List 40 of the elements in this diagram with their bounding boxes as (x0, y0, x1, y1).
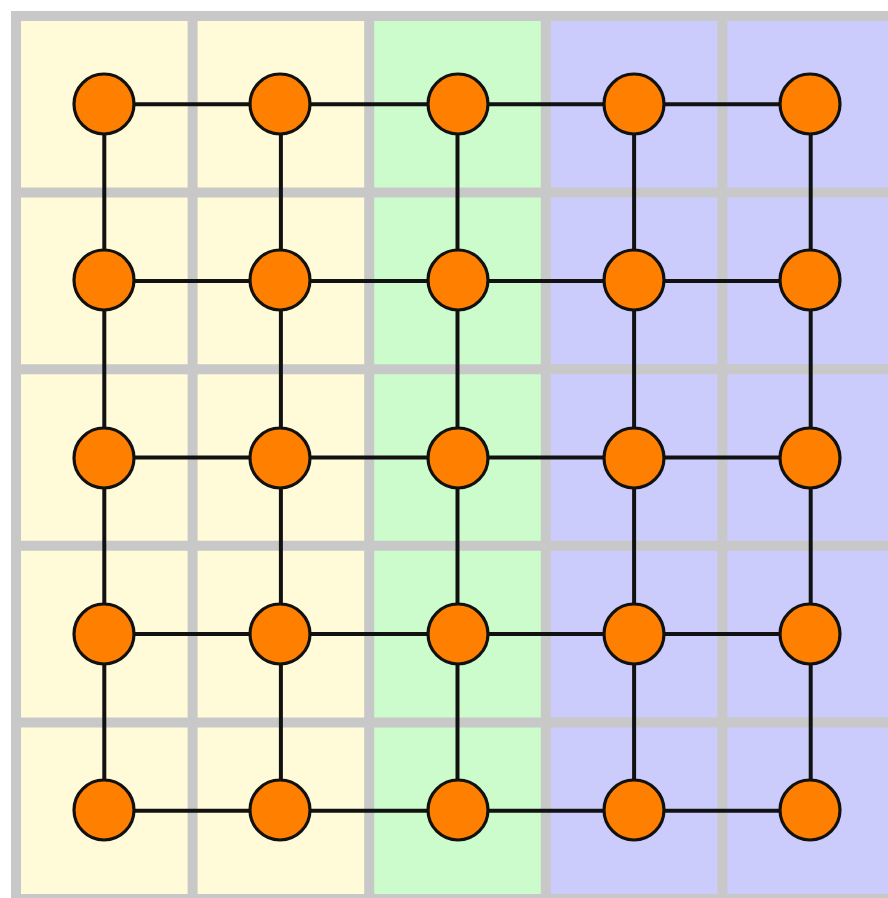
connector-line (487, 808, 605, 813)
connector-line (664, 455, 781, 460)
connector-line (134, 278, 251, 283)
connector-line (664, 278, 781, 283)
connector-line (310, 278, 428, 283)
connector-line (455, 664, 460, 781)
connector-line (455, 134, 460, 251)
connector-line (632, 310, 637, 428)
connector-line (102, 134, 107, 251)
connector-line (134, 102, 251, 107)
connector-line (102, 310, 107, 428)
connector-line (487, 632, 605, 637)
connector-line (664, 102, 781, 107)
connector-line (808, 664, 813, 781)
connector-line (808, 310, 813, 428)
connector-line (134, 808, 251, 813)
connector-line (632, 134, 637, 251)
connector-line (632, 487, 637, 605)
connector-line (487, 102, 605, 107)
connector-line (102, 487, 107, 605)
connector-line (487, 278, 605, 283)
connector-line (278, 664, 283, 781)
connector-line (808, 487, 813, 605)
connector-line (487, 455, 605, 460)
connector-line (664, 808, 781, 813)
connector-line (455, 487, 460, 605)
connector-line (310, 632, 428, 637)
connector-line (310, 808, 428, 813)
connector-line (134, 632, 251, 637)
connector-line (278, 134, 283, 251)
connector-line (664, 632, 781, 637)
connector-line (455, 310, 460, 428)
connector-line (808, 134, 813, 251)
connector-line (134, 455, 251, 460)
connector-line (278, 310, 283, 428)
connector-line (310, 102, 428, 107)
connector-line (310, 455, 428, 460)
connector-line (102, 664, 107, 781)
connector-line (278, 487, 283, 605)
connector-line (632, 664, 637, 781)
